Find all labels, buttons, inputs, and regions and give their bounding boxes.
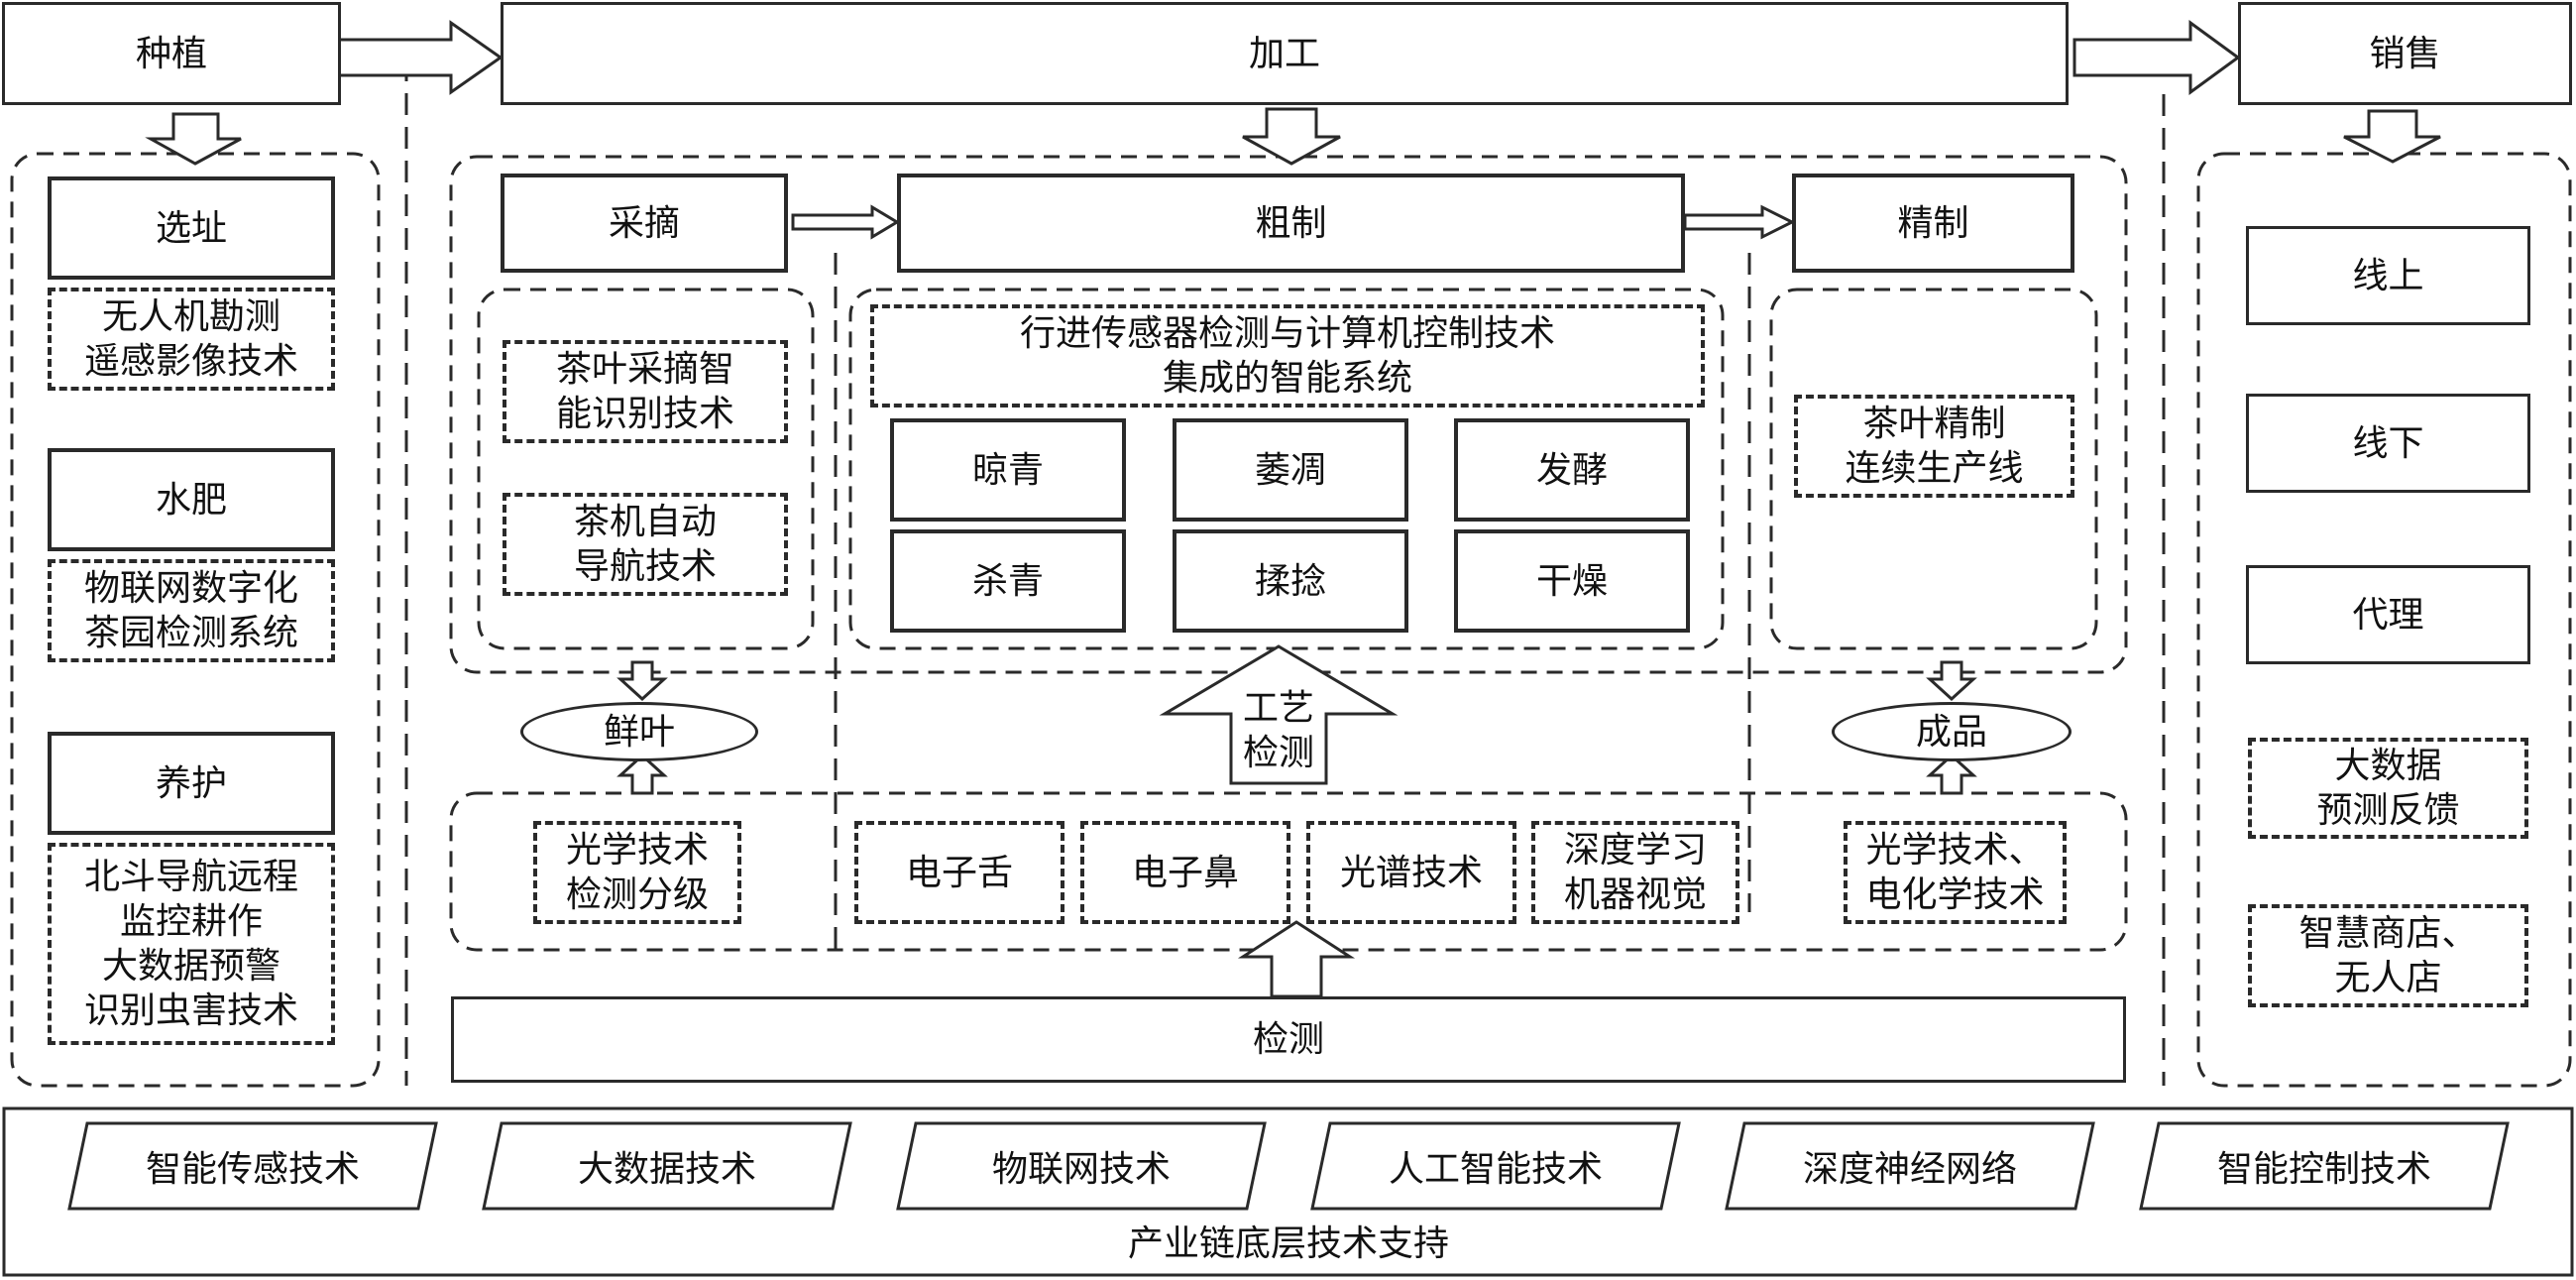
sales-offline: 线下 — [2246, 394, 2530, 493]
refine-container — [1769, 288, 2098, 650]
detect-optical-electrochemical: 光学技术、 电化学技术 — [1844, 821, 2067, 924]
detection-bar: 检测 — [451, 996, 2126, 1083]
detect-e-nose: 电子鼻 — [1080, 821, 1290, 924]
base-tech-label: 智能控制技术 — [2216, 1149, 2431, 1190]
base-tech-shape — [2139, 1121, 2510, 1211]
rough-step: 杀青 — [890, 529, 1126, 633]
detect-optical-grading: 光学技术 检测分级 — [533, 821, 741, 924]
refine-tech: 茶叶精制 连续生产线 — [1794, 395, 2074, 498]
arrow-pick-to-rough — [791, 204, 900, 240]
sales-bigdata-feedback: 大数据 预测反馈 — [2248, 738, 2528, 839]
base-frame — [2, 1106, 2574, 1277]
picking-container — [477, 288, 815, 650]
base-tech-shape — [896, 1121, 1267, 1211]
detect-e-tongue: 电子舌 — [854, 821, 1064, 924]
rough-step: 晾青 — [890, 418, 1126, 522]
arrow-process-to-sales — [2072, 20, 2241, 95]
stage-sales: 销售 — [2238, 2, 2572, 105]
picking-tech-recognition: 茶叶采摘智 能识别技术 — [503, 340, 788, 443]
rough-system: 行进传感器检测与计算机控制技术 集成的智能系统 — [870, 304, 1705, 407]
rough-step: 萎凋 — [1173, 418, 1408, 522]
arrow-down-product — [1926, 660, 1977, 702]
rough-step: 发酵 — [1454, 418, 1690, 522]
base-tech-shape — [1725, 1121, 2095, 1211]
rough-title: 粗制 — [897, 174, 1685, 273]
arrow-plant-to-process — [337, 20, 504, 95]
arrow-down-sales — [2343, 109, 2441, 164]
stage-planting: 种植 — [2, 2, 341, 105]
base-tech-label: 智能传感技术 — [145, 1149, 360, 1190]
planting-site-tech: 无人机勘测 遥感影像技术 — [48, 288, 335, 391]
base-tech-shape — [67, 1121, 438, 1211]
detect-deep-learning: 深度学习 机器视觉 — [1531, 821, 1739, 924]
base-tech-label: 人工智能技术 — [1388, 1149, 1603, 1190]
rough-step: 揉捻 — [1173, 529, 1408, 633]
arrow-craft-check — [1159, 644, 1399, 785]
arrow-up-product — [1926, 753, 1977, 795]
arrow-up-detection — [1237, 920, 1356, 998]
base-caption: 产业链底层技术支持 — [1127, 1222, 1449, 1264]
picking-tech-navigation: 茶机自动 导航技术 — [503, 493, 788, 596]
arrow-down-planting — [145, 112, 242, 166]
rough-container — [848, 288, 1725, 650]
fresh-leaf-node: 鲜叶 — [520, 702, 758, 761]
arrow-down-processing — [1242, 107, 1341, 166]
base-tech-label: 大数据技术 — [577, 1149, 756, 1190]
detection-container — [449, 791, 2128, 952]
arrow-rough-to-refine — [1683, 204, 1796, 240]
craft-check-label: 工艺 检测 — [1242, 688, 1314, 773]
base-tech-shape — [482, 1121, 852, 1211]
planting-care-tech: 北斗导航远程 监控耕作 大数据预警 识别虫害技术 — [48, 843, 335, 1045]
sales-smart-store: 智慧商店、 无人店 — [2248, 904, 2528, 1007]
detect-spectral: 光谱技术 — [1306, 821, 1516, 924]
base-tech-shape — [1310, 1121, 1681, 1211]
arrow-down-fresh-leaf — [616, 660, 668, 702]
stage-processing: 加工 — [501, 2, 2069, 105]
sales-agent: 代理 — [2246, 565, 2530, 664]
planting-water-title: 水肥 — [48, 448, 335, 551]
picking-title: 采摘 — [501, 174, 788, 273]
rough-step: 干燥 — [1454, 529, 1690, 633]
base-tech-label: 物联网技术 — [991, 1149, 1171, 1190]
planting-site-title: 选址 — [48, 176, 335, 280]
arrow-up-fresh-leaf — [616, 753, 668, 795]
refine-title: 精制 — [1792, 174, 2074, 273]
base-tech-label: 深度神经网络 — [1802, 1149, 2017, 1190]
planting-care-title: 养护 — [48, 732, 335, 835]
planting-water-tech: 物联网数字化 茶园检测系统 — [48, 559, 335, 662]
product-node: 成品 — [1832, 702, 2072, 761]
sales-online: 线上 — [2246, 226, 2530, 325]
